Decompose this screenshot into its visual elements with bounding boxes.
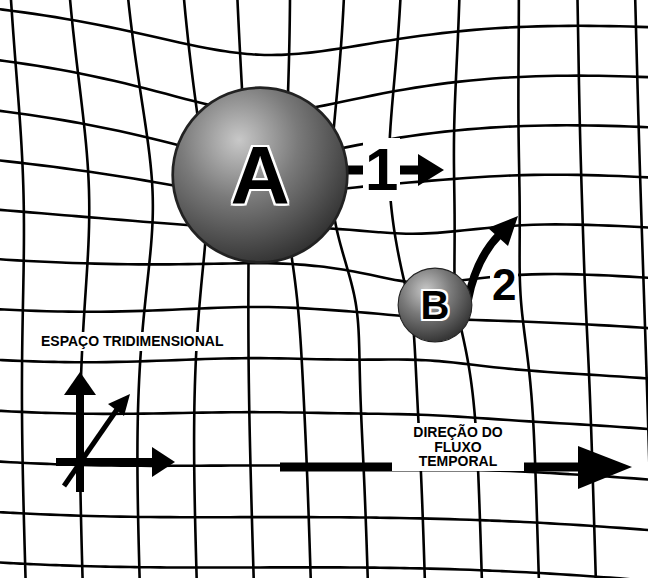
grid-line (633, 0, 648, 578)
arrow-head (152, 447, 175, 477)
grid-line (0, 559, 648, 578)
grid-line (181, 0, 207, 578)
grid-line (331, 0, 370, 578)
sphere-letter: A (230, 134, 289, 216)
grid-line (0, 255, 648, 283)
mass-sphere: B (397, 267, 473, 343)
grid-line (0, 54, 648, 113)
callout-number: 1 (363, 138, 400, 201)
axis-label: DIREÇÃO DO FLUXO TEMPORAL (392, 423, 524, 471)
grid-line (0, 306, 648, 333)
arrow-head (108, 394, 130, 416)
axis-arrow (76, 392, 84, 492)
grid-line (576, 0, 597, 578)
grid-line (0, 3, 648, 55)
grid-line (8, 0, 28, 578)
arrows (56, 154, 632, 492)
sphere-body (398, 268, 472, 342)
grid-line (0, 508, 648, 535)
axis-label: ESPAÇO TRIDIMENSIONAL (38, 332, 227, 351)
grid-line (124, 0, 153, 578)
grid-line (0, 356, 648, 383)
grid-line (66, 0, 89, 578)
arrow-head (64, 372, 96, 395)
grid-line (0, 458, 648, 485)
grid-line (285, 0, 312, 578)
sphere-body (173, 88, 348, 263)
grid-line (518, 0, 540, 578)
arrow-head (488, 216, 518, 246)
sphere-letter: B (421, 285, 450, 325)
arrow-head (418, 154, 444, 186)
mass-sphere: A (170, 85, 350, 265)
axis-arrow (56, 458, 155, 466)
axis-arrow (64, 408, 118, 486)
grid-line (0, 407, 648, 434)
arrow-head (578, 446, 632, 489)
callout-number: 2 (490, 262, 518, 308)
